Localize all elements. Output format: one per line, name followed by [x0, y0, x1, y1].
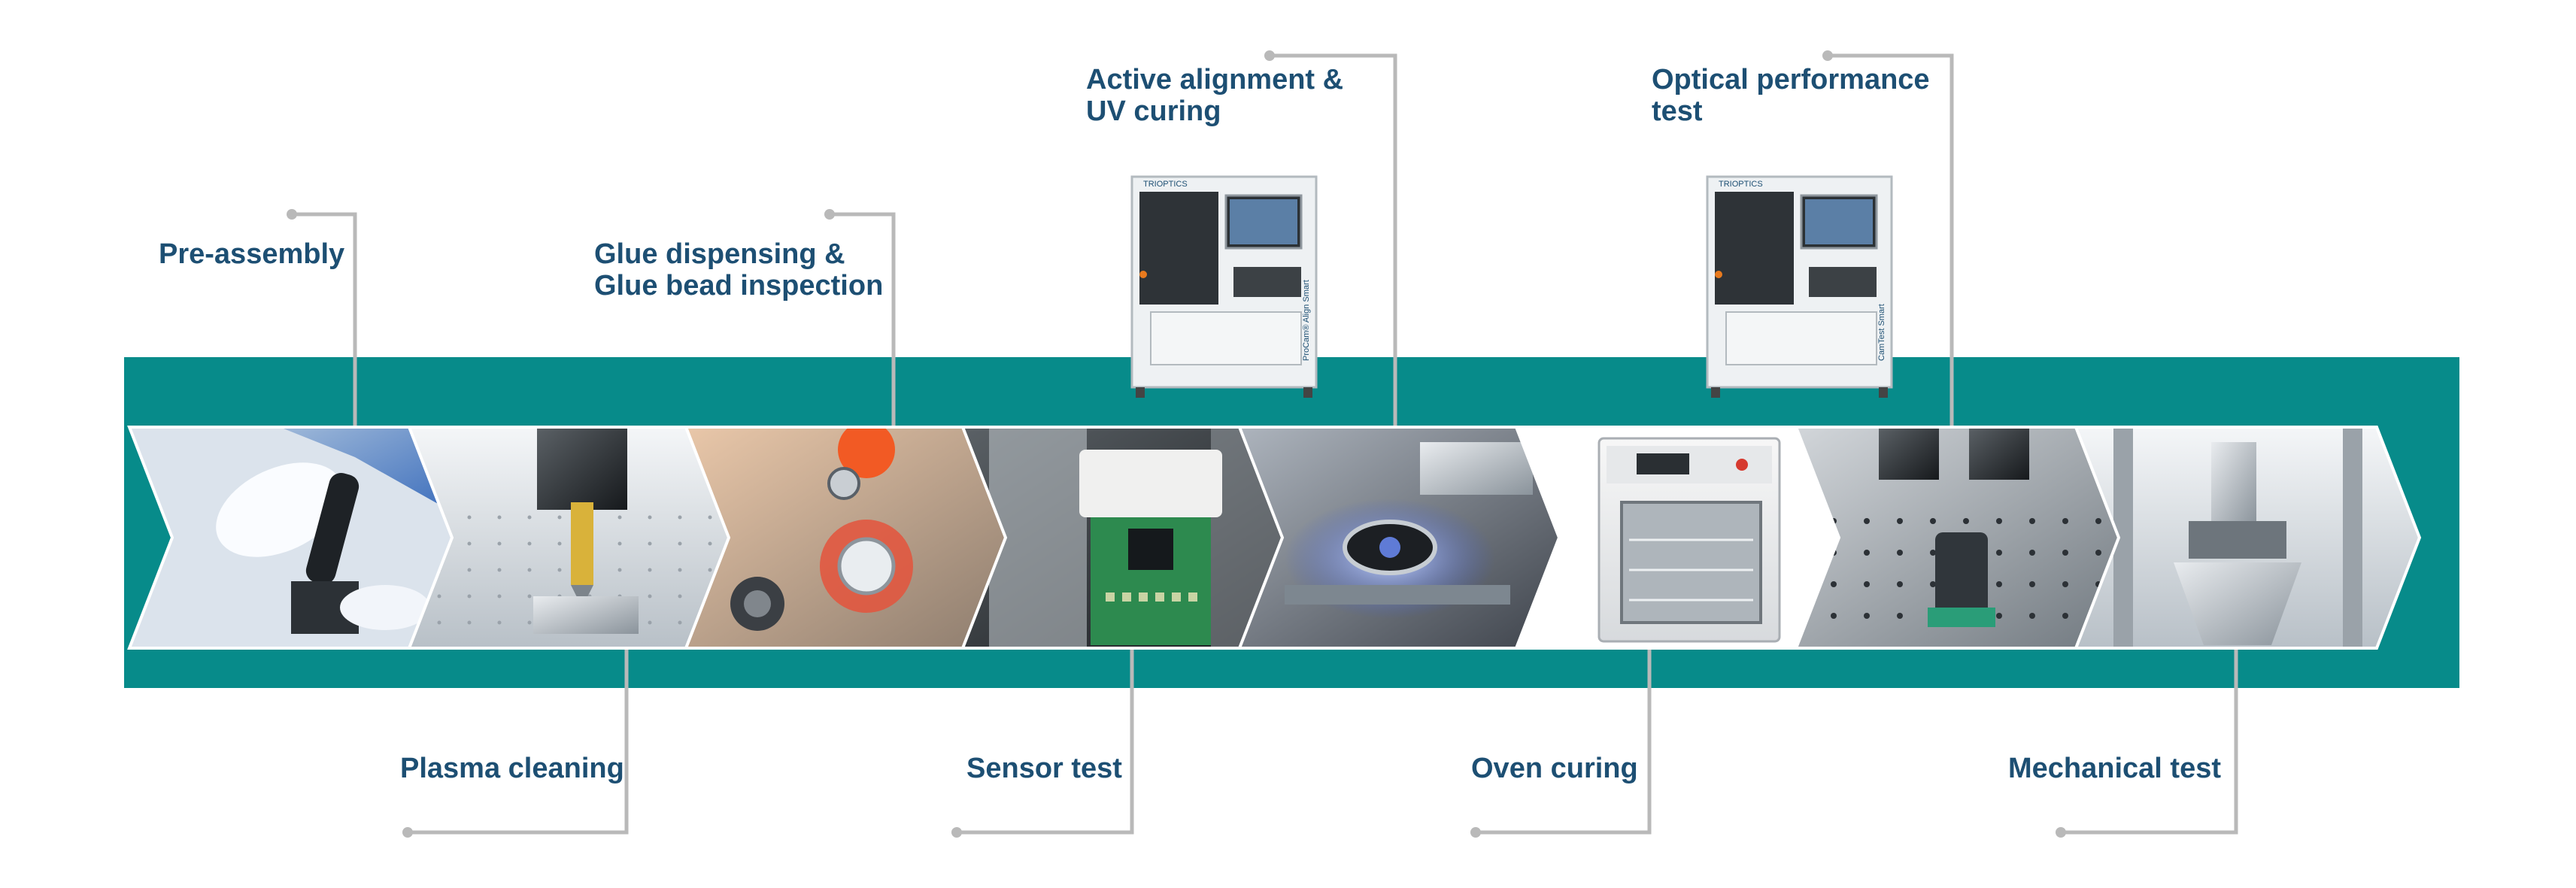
chevron-glue-dispensing [684, 426, 1032, 650]
label-line-glue-dispensing-0: Glue dispensing & [594, 238, 845, 270]
machine-model-camtest: CamTest Smart [1877, 304, 1886, 361]
label-line-glue-dispensing-1: Glue bead inspection [594, 270, 883, 302]
connector-dot-oven-curing [1470, 827, 1481, 838]
chevron-oven-curing [1514, 426, 1862, 650]
label-glue-dispensing: Glue dispensing &Glue bead inspection [594, 238, 883, 302]
machine-brand-procam-align: TRIOPTICS [1143, 180, 1188, 189]
label-mechanical-test: Mechanical test [2008, 753, 2221, 784]
label-oven-curing: Oven curing [1471, 753, 1638, 784]
chevron-mechanical-test [2074, 426, 2422, 650]
connector-mechanical-test [2061, 648, 2238, 835]
connector-plasma-cleaning [408, 648, 629, 835]
connector-lines [287, 50, 2238, 838]
chevron-sensor-test [960, 426, 1309, 650]
machine-brand-camtest: TRIOPTICS [1719, 180, 1763, 189]
curing-oven-photo [1516, 427, 1860, 648]
connector-dot-mechanical-test [2056, 827, 2066, 838]
label-active-alignment: Active alignment &UV curing [1086, 64, 1343, 127]
chevron-strip [127, 426, 2422, 650]
connector-dot-pre-assembly [287, 209, 297, 220]
chevron-pre-assembly [127, 426, 475, 650]
plasma-nozzle-photo [409, 427, 753, 648]
uv-alignment-photo [1239, 427, 1583, 648]
label-line-active-alignment-1: UV curing [1086, 95, 1221, 127]
connector-active-alignment [1270, 53, 1397, 427]
label-line-mechanical-test-0: Mechanical test [2008, 753, 2221, 784]
mechanical-test-fixture-photo [2076, 427, 2420, 648]
test-machine-icon: TRIOPTICS CamTest Smart [1706, 175, 1893, 398]
label-pre-assembly: Pre-assembly [159, 238, 344, 270]
image-sensor-board-photo [963, 427, 1306, 648]
machine-model-procam-align: ProCam® Align Smart [1302, 280, 1311, 361]
connector-dot-sensor-test [951, 827, 962, 838]
label-line-optical-test-0: Optical performance [1652, 64, 1930, 95]
connector-optical-test [1828, 53, 1954, 427]
gloved-hand-screwdriver-photo [129, 427, 473, 648]
chevron-optical-test [1794, 426, 2142, 650]
label-line-pre-assembly-0: Pre-assembly [159, 238, 344, 270]
label-line-optical-test-1: test [1652, 95, 1703, 127]
camera-lens-test-photo [1796, 427, 2140, 648]
connector-sensor-test [957, 648, 1134, 835]
connector-dot-optical-test [1822, 50, 1833, 61]
label-sensor-test: Sensor test [966, 753, 1122, 784]
machine-group: TRIOPTICS ProCam® Align Smart TRIOPTICS Cam… [1130, 175, 1893, 398]
label-plasma-cleaning: Plasma cleaning [400, 753, 624, 784]
label-line-active-alignment-0: Active alignment & [1086, 64, 1343, 95]
glue-dispenser-photo [686, 427, 1030, 648]
label-line-plasma-cleaning-0: Plasma cleaning [400, 753, 624, 784]
connector-dot-plasma-cleaning [402, 827, 413, 838]
label-line-sensor-test-0: Sensor test [966, 753, 1122, 784]
chevron-active-alignment [1237, 426, 1585, 650]
label-line-oven-curing-0: Oven curing [1471, 753, 1638, 784]
connector-glue-dispensing [830, 212, 896, 427]
connector-dot-glue-dispensing [824, 209, 835, 220]
connector-oven-curing [1476, 648, 1652, 835]
alignment-machine-icon: TRIOPTICS ProCam® Align Smart [1130, 175, 1318, 398]
connector-dot-active-alignment [1264, 50, 1275, 61]
connector-pre-assembly [292, 212, 357, 427]
